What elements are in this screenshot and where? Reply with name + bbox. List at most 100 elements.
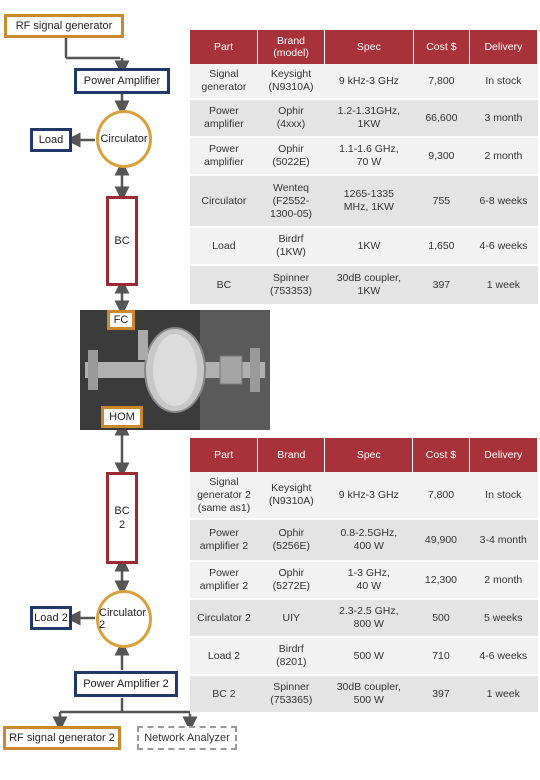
cell-part: Load bbox=[190, 227, 258, 266]
cell-brand: Keysight (N9310A) bbox=[257, 472, 325, 520]
rf-signal-generator2-label: RF signal generator 2 bbox=[9, 732, 115, 744]
cell-brand: Keysight (N9310A) bbox=[257, 64, 325, 100]
cell-part: Circulator 2 bbox=[190, 599, 258, 638]
cell-delivery: 4-6 weeks bbox=[469, 637, 538, 676]
bc-label: BC bbox=[114, 235, 130, 247]
circulator-label: Circulator bbox=[100, 133, 148, 145]
cell-cost: 66,600 bbox=[413, 99, 470, 138]
cell-cost: 9,300 bbox=[413, 137, 470, 176]
cell-brand: Ophir (5256E) bbox=[257, 519, 325, 562]
bc2-box: BC 2 bbox=[106, 472, 138, 564]
circulator2-label: Circulator 2 bbox=[99, 607, 147, 631]
cell-brand: Spinner (753365) bbox=[257, 675, 325, 714]
cell-spec: 2.3-2.5 GHz, 800 W bbox=[324, 599, 413, 638]
cell-delivery: 1 week bbox=[469, 675, 538, 714]
cell-spec: 1KW bbox=[324, 227, 414, 266]
cell-part: Load 2 bbox=[190, 637, 258, 676]
cell-part: BC bbox=[190, 265, 258, 306]
power-amplifier-box: Power Amplifier bbox=[74, 68, 170, 94]
column-header-delivery: Delivery bbox=[469, 438, 539, 472]
cell-brand: Wenteq (F2552- 1300-05) bbox=[257, 175, 325, 228]
cell-delivery: 1 week bbox=[469, 265, 538, 306]
network-analyzer-box: Network Analyzer bbox=[137, 726, 237, 750]
cell-cost: 755 bbox=[413, 175, 470, 228]
cell-brand: Spinner (753353) bbox=[257, 265, 325, 306]
column-header-part: Part bbox=[190, 438, 259, 472]
cell-cost: 12,300 bbox=[412, 561, 470, 600]
fc-label: FC bbox=[113, 314, 129, 326]
column-header-part: Part bbox=[190, 30, 259, 64]
cell-spec: 9 kHz-3 GHz bbox=[324, 64, 414, 100]
cell-brand: Birdrf (1KW) bbox=[257, 227, 325, 266]
network-analyzer-label: Network Analyzer bbox=[144, 732, 230, 744]
cavity-illustration bbox=[80, 310, 270, 430]
circulator2-node: Circulator 2 bbox=[96, 590, 152, 648]
cell-cost: 397 bbox=[412, 675, 470, 714]
power-amplifier-label: Power Amplifier bbox=[83, 75, 161, 87]
hom-box: HOM bbox=[101, 406, 143, 428]
cell-cost: 397 bbox=[413, 265, 470, 306]
cell-delivery: 3 month bbox=[469, 99, 538, 138]
column-header-brand: Brand (model) bbox=[257, 30, 325, 64]
cell-delivery: 4-6 weeks bbox=[469, 227, 538, 266]
power-amplifier2-label: Power Amplifier 2 bbox=[83, 678, 169, 690]
cell-spec: 30dB coupler, 500 W bbox=[324, 675, 413, 714]
cavity-photo bbox=[80, 310, 270, 430]
cell-delivery: In stock bbox=[469, 472, 538, 520]
cell-spec: 0.8-2.5GHz, 400 W bbox=[324, 519, 413, 562]
cell-part: Power amplifier bbox=[190, 99, 258, 138]
hom-label: HOM bbox=[109, 411, 135, 423]
column-header-spec: Spec bbox=[324, 438, 414, 472]
cell-part: Power amplifier 2 bbox=[190, 519, 258, 562]
cell-part: Power amplifier 2 bbox=[190, 561, 258, 600]
cell-delivery: 5 weeks bbox=[469, 599, 538, 638]
bc-box: BC bbox=[106, 196, 138, 286]
cell-part: Power amplifier bbox=[190, 137, 258, 176]
cell-cost: 7,800 bbox=[413, 64, 470, 100]
bc2-label: BC 2 bbox=[114, 505, 130, 531]
cell-cost: 710 bbox=[412, 637, 470, 676]
load-label: Load bbox=[38, 134, 64, 146]
cell-part: Signal generator 2 (same as1) bbox=[190, 472, 258, 520]
cell-part: BC 2 bbox=[190, 675, 258, 714]
cell-brand: Ophir (5022E) bbox=[257, 137, 325, 176]
load-box: Load bbox=[30, 128, 72, 152]
cell-delivery: In stock bbox=[469, 64, 538, 100]
cell-delivery: 2 month bbox=[469, 561, 538, 600]
cell-delivery: 2 month bbox=[469, 137, 538, 176]
circulator-node: Circulator bbox=[96, 110, 152, 168]
cell-spec: 1265-1335 MHz, 1KW bbox=[324, 175, 414, 228]
cell-brand: Ophir (5272E) bbox=[257, 561, 325, 600]
cell-brand: Ophir (4xxx) bbox=[257, 99, 325, 138]
cell-delivery: 6-8 weeks bbox=[469, 175, 538, 228]
power-amplifier2-box: Power Amplifier 2 bbox=[74, 671, 178, 697]
column-header-delivery: Delivery bbox=[469, 30, 539, 64]
cell-cost: 1,650 bbox=[413, 227, 470, 266]
cell-delivery: 3-4 month bbox=[469, 519, 538, 562]
rf-signal-generator-box: RF signal generator bbox=[4, 14, 124, 38]
table-row: Signal generator 2 (same as1)Keysight (N… bbox=[190, 472, 538, 520]
cell-cost: 49,900 bbox=[412, 519, 470, 562]
cell-spec: 1-3 GHz, 40 W bbox=[324, 561, 413, 600]
cell-spec: 1.2-1.31GHz, 1KW bbox=[324, 99, 414, 138]
column-header-cost: Cost $ bbox=[412, 438, 470, 472]
cell-part: Circulator bbox=[190, 175, 258, 228]
cell-brand: Birdrf (8201) bbox=[257, 637, 325, 676]
cell-cost: 7,800 bbox=[412, 472, 470, 520]
rf-signal-generator-label: RF signal generator bbox=[15, 20, 113, 32]
cell-spec: 9 kHz-3 GHz bbox=[324, 472, 413, 520]
